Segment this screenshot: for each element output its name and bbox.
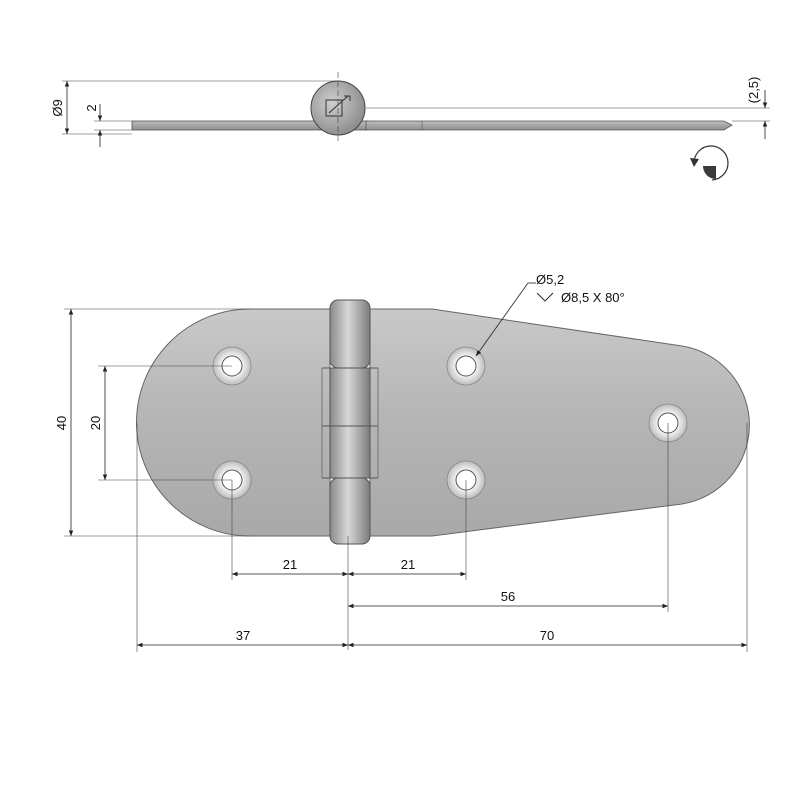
plate-thickness-label: 2 — [84, 104, 99, 111]
hole-spacing-label: 20 — [88, 416, 103, 430]
knuckle-mid-bottom — [329, 425, 371, 479]
knuckle-top — [329, 299, 371, 369]
countersink-symbol-icon — [536, 292, 554, 302]
offset-label: (2,5) — [746, 77, 761, 104]
knuckle-bottom — [329, 477, 371, 545]
rotation-arrow-icon — [690, 145, 729, 181]
right-length-label: 70 — [540, 628, 554, 643]
left-length-label: 37 — [236, 628, 250, 643]
far-hole-offset-label: 56 — [501, 589, 515, 604]
countersink-callout: Ø8,5 X 80° — [561, 290, 625, 305]
knuckle-mid-top — [329, 367, 371, 427]
left-hole-offset-label: 21 — [283, 557, 297, 572]
front-view: 40 20 21 21 56 37 70 Ø5,2 Ø8,5 X 80° — [54, 272, 750, 652]
right-leaf — [369, 308, 750, 537]
mounting-hole — [446, 346, 486, 386]
height-label: 40 — [54, 416, 69, 430]
hole-diameter-callout: Ø5,2 — [536, 272, 564, 287]
side-right-plate — [365, 120, 733, 131]
side-view: Ø9 2 (2,5) — [50, 72, 770, 181]
right-hole-offset-label: 21 — [401, 557, 415, 572]
left-leaf — [136, 308, 331, 537]
pin-diameter-label: Ø9 — [50, 99, 65, 116]
